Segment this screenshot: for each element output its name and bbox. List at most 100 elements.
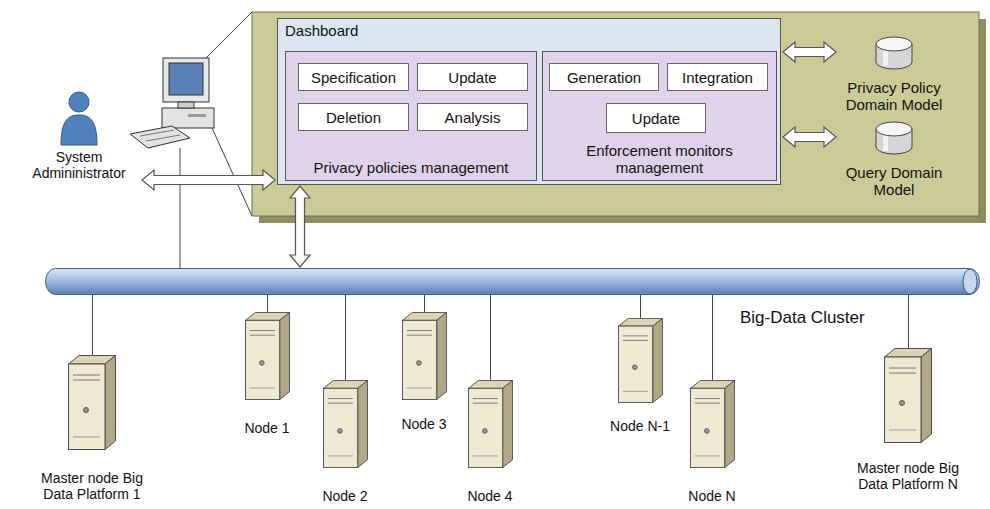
master-server: Master node Big Data Platform 1 bbox=[25, 355, 160, 450]
server-side bbox=[652, 318, 662, 402]
keyboard-keys bbox=[140, 130, 174, 136]
power-button bbox=[416, 361, 421, 366]
connector-line bbox=[424, 295, 425, 312]
server-side bbox=[105, 356, 116, 450]
cylinder-top bbox=[876, 122, 912, 136]
master-server: Master node Big Data Platform N bbox=[841, 348, 976, 443]
box-label: Update bbox=[448, 69, 496, 86]
server-front bbox=[468, 388, 502, 467]
database: Privacy Policy Domain Model bbox=[838, 36, 950, 114]
server-node: Node N-1 bbox=[595, 318, 685, 403]
function-box: Integration bbox=[667, 63, 768, 91]
database-label: Query Domain Model bbox=[838, 164, 950, 198]
drive-bay bbox=[73, 375, 100, 376]
node-label: Node 3 bbox=[379, 416, 469, 432]
server-front bbox=[402, 320, 436, 399]
person-body bbox=[61, 115, 97, 145]
node-label: Master node Big Data Platform 1 bbox=[25, 470, 160, 502]
connector-line bbox=[908, 295, 909, 348]
box-label: Specification bbox=[311, 69, 396, 86]
node-label: Node N bbox=[667, 488, 757, 504]
function-box: Generation bbox=[549, 63, 659, 91]
screen bbox=[169, 63, 203, 95]
vent bbox=[406, 387, 431, 388]
server-icon bbox=[690, 380, 735, 468]
person-head bbox=[69, 92, 89, 112]
double-arrow bbox=[783, 42, 836, 62]
drive-slot bbox=[188, 114, 206, 117]
node-label: Node 1 bbox=[222, 420, 312, 436]
connector-line bbox=[267, 295, 268, 312]
drive-bay bbox=[327, 398, 352, 399]
drive-bay bbox=[327, 403, 352, 404]
vent bbox=[472, 455, 497, 456]
double-arrow bbox=[783, 127, 836, 147]
server-node: Node 2 bbox=[300, 380, 390, 468]
vent bbox=[622, 391, 647, 392]
server-side bbox=[724, 380, 734, 467]
cluster-bus: Big-Data Cluster bbox=[45, 268, 980, 295]
vent bbox=[327, 455, 352, 456]
database-icon bbox=[875, 36, 913, 70]
bus-body bbox=[46, 269, 980, 295]
node-label: Master node Big Data Platform N bbox=[841, 460, 976, 492]
cluster-label: Big-Data Cluster bbox=[740, 308, 865, 328]
vent bbox=[694, 455, 719, 456]
function-box: Deletion bbox=[298, 103, 409, 131]
server-icon bbox=[68, 355, 116, 450]
server-icon bbox=[884, 348, 932, 443]
function-box: Analysis bbox=[417, 103, 528, 131]
power-button bbox=[482, 429, 487, 434]
drive-bay bbox=[889, 368, 916, 369]
group-title: Enforcement monitors management bbox=[560, 142, 760, 176]
node-label: Node 2 bbox=[300, 488, 390, 504]
double-arrow bbox=[290, 186, 310, 267]
vent bbox=[73, 437, 100, 438]
server-side bbox=[279, 312, 289, 399]
server-side bbox=[436, 312, 446, 399]
drive-bay bbox=[694, 398, 719, 399]
drive-bay bbox=[406, 330, 431, 331]
computer-link bbox=[180, 148, 181, 269]
actor: System Admininistrator bbox=[18, 90, 140, 190]
bus-pipe bbox=[45, 268, 980, 295]
server-side bbox=[502, 380, 512, 467]
node-label: Node N-1 bbox=[595, 418, 685, 434]
function-box: Update bbox=[417, 63, 528, 91]
connector-line bbox=[490, 295, 491, 380]
module-box: Privacy policies management Specification… bbox=[285, 51, 537, 181]
server-front bbox=[885, 357, 922, 443]
database: Query Domain Model bbox=[838, 121, 950, 199]
power-button bbox=[337, 429, 342, 434]
server-front bbox=[618, 326, 652, 403]
server-icon bbox=[245, 312, 290, 400]
drive-bay bbox=[694, 403, 719, 404]
server-node: Node N bbox=[667, 380, 757, 468]
actor-label: System Admininistrator bbox=[18, 149, 140, 181]
bus-end bbox=[963, 269, 977, 294]
desktop-case bbox=[162, 108, 214, 128]
zoom-line bbox=[212, 128, 252, 216]
box-label: Integration bbox=[682, 69, 753, 86]
power-button bbox=[632, 365, 637, 369]
monitor-stand bbox=[178, 102, 194, 108]
computer-icon bbox=[130, 58, 214, 148]
box-label: Deletion bbox=[326, 109, 381, 126]
zoom-line bbox=[204, 12, 252, 60]
server-node: Node 4 bbox=[445, 380, 535, 468]
power-button bbox=[259, 361, 264, 366]
node-label: Node 4 bbox=[445, 488, 535, 504]
server-icon bbox=[468, 380, 513, 468]
server-icon bbox=[618, 318, 663, 403]
connector-line bbox=[712, 295, 713, 380]
drive-bay bbox=[249, 330, 274, 331]
group-title: Privacy policies management bbox=[286, 159, 536, 176]
drive-bay bbox=[249, 335, 274, 336]
drive-bay bbox=[622, 335, 647, 336]
box-label: Generation bbox=[567, 69, 641, 86]
person-icon bbox=[59, 90, 99, 146]
connector-line bbox=[92, 295, 93, 355]
server-icon bbox=[323, 380, 368, 468]
drive-bay bbox=[472, 398, 497, 399]
